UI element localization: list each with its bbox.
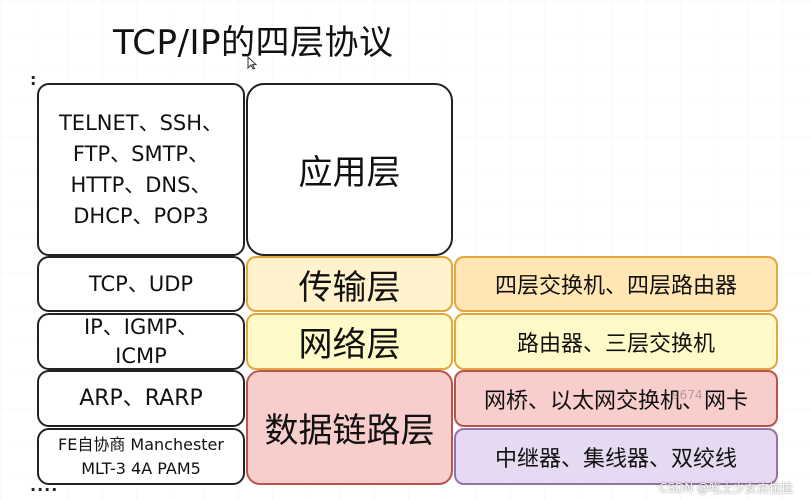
link-devices-label: 网桥、以太网交换机、网卡 — [483, 388, 748, 414]
link-protocols-text: ARP、RARP — [79, 386, 203, 411]
link-protocols-box: ARP、RARP — [37, 370, 245, 427]
application-layer-label: 应用层 — [298, 153, 401, 193]
network-layer-box: 网络层 — [246, 313, 453, 370]
diagram-title: TCP/IP的四层协议 — [113, 23, 394, 63]
transport-layer-box: 传输层 — [246, 256, 453, 312]
physical-devices-label: 中继器、集线器、双绞线 — [494, 446, 737, 472]
datalink-layer-label: 数据链路层 — [264, 411, 435, 451]
network-protocols-text: IP、IGMP、 ICMP — [83, 314, 199, 368]
network-devices-box: 路由器、三层交换机 — [454, 313, 778, 370]
network-protocols-box: IP、IGMP、 ICMP — [37, 313, 245, 370]
transport-layer-label: 传输层 — [298, 267, 401, 308]
datalink-layer-box: 数据链路层 — [246, 370, 453, 485]
application-protocols-box: TELNET、SSH、 FTP、SMTP、 HTTP、DNS、 DHCP、POP… — [37, 83, 245, 256]
physical-protocols-box: FE自协商 Manchester MLT-3 4A PAM5 — [37, 428, 245, 485]
watermark-main: CSDN @吃土少女古拉拉 — [658, 481, 793, 495]
transport-devices-label: 四层交换机、四层路由器 — [494, 274, 737, 299]
application-layer-box: 应用层 — [246, 83, 453, 256]
physical-devices-box: 中继器、集线器、双绞线 — [454, 428, 778, 485]
physical-protocols-text: FE自协商 Manchester MLT-3 4A PAM5 — [58, 434, 224, 478]
transport-devices-box: 四层交换机、四层路由器 — [454, 256, 778, 312]
watermark-overlay: 9674 — [672, 388, 703, 402]
network-devices-label: 路由器、三层交换机 — [516, 331, 715, 357]
mouse-cursor-icon — [247, 56, 257, 70]
transport-protocols-box: TCP、UDP — [37, 256, 245, 312]
application-protocols-text: TELNET、SSH、 FTP、SMTP、 HTTP、DNS、 DHCP、POP… — [58, 110, 224, 228]
network-layer-label: 网络层 — [298, 325, 401, 365]
transport-protocols-text: TCP、UDP — [88, 271, 194, 296]
link-devices-box: 网桥、以太网交换机、网卡 — [454, 370, 778, 427]
ellipsis-marker-top: : — [30, 70, 38, 89]
